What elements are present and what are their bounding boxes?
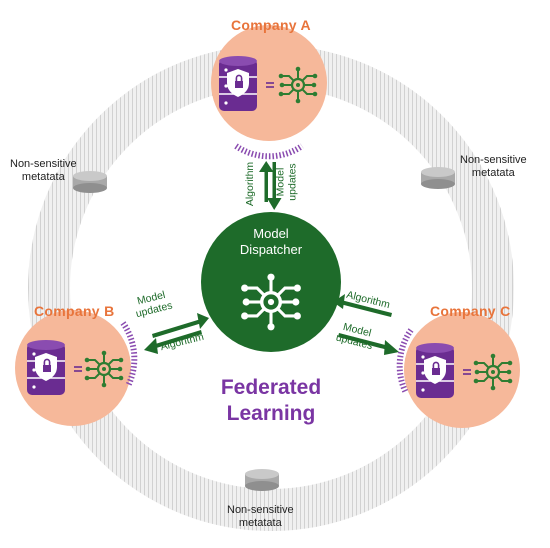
arrow-algorithm-c — [333, 294, 392, 317]
updates-line-1: Model — [274, 167, 287, 197]
updates-line-2: updates — [286, 163, 299, 201]
company-c-label: Company C — [430, 303, 511, 319]
metadata-label-right: Non-sensitive metatata — [460, 154, 527, 180]
metadata-line-2: metatata — [21, 171, 65, 183]
arrow-updates-b — [152, 313, 209, 338]
arrow-algorithm-b — [144, 330, 202, 354]
secure-database-icon — [218, 55, 258, 112]
company-b-circle — [15, 310, 131, 426]
company-b-label: Company B — [34, 303, 115, 319]
title-line-2: Learning — [226, 402, 316, 425]
updates-label-a: Model updates — [275, 163, 299, 200]
company-c-receiver-marker — [396, 328, 414, 395]
dispatcher-line-1: Model — [253, 226, 289, 241]
arrow-algorithm-a — [259, 161, 274, 202]
metadata-label-left: Non-sensitive metatata — [10, 158, 77, 184]
metadata-line-2: metatata — [238, 517, 282, 529]
metadata-label-bottom: Non-sensitive metatata — [227, 504, 294, 530]
arrow-updates-a — [267, 162, 282, 210]
disk-icon — [73, 171, 107, 193]
metadata-line-1: Non-sensitive — [10, 158, 77, 170]
company-a-receiver-marker — [234, 143, 304, 160]
dispatcher-line-2: Dispatcher — [239, 242, 303, 257]
algorithm-label-a: Algorithm — [244, 161, 257, 207]
secure-database-icon — [415, 342, 455, 399]
company-b-receiver-marker — [120, 321, 138, 388]
disk-icon — [421, 167, 455, 189]
disk-icon — [245, 469, 279, 491]
dispatcher-label: Model Dispatcher — [211, 226, 331, 258]
secure-database-icon — [26, 339, 66, 396]
metadata-line-1: Non-sensitive — [460, 154, 527, 166]
company-c-circle — [404, 312, 520, 428]
title-line-1: Federated — [220, 376, 322, 399]
federated-learning-title: Federated Learning — [191, 375, 351, 427]
company-a-label: Company A — [231, 17, 311, 33]
metadata-line-2: metatata — [471, 167, 515, 179]
metadata-line-1: Non-sensitive — [227, 504, 294, 516]
arrow-updates-c — [338, 333, 399, 355]
